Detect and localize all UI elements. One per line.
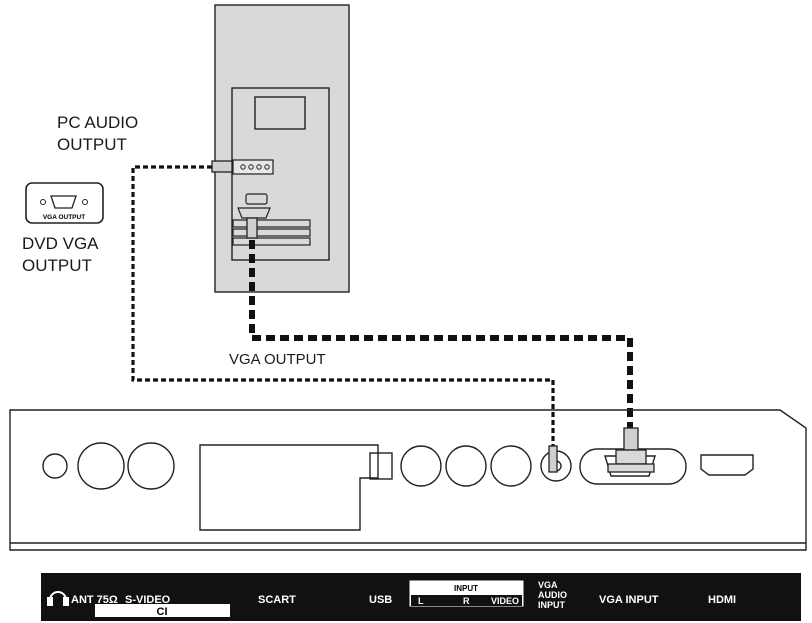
- s-video-label: S-VIDEO: [125, 594, 171, 606]
- pc-tower: [211, 4, 350, 293]
- hdmi-label: HDMI: [708, 594, 736, 606]
- pc-audio-output-label-2: OUTPUT: [57, 135, 127, 154]
- ant-label: ANT 75Ω: [71, 594, 118, 606]
- input-video-label: VIDEO: [491, 596, 519, 606]
- input-r-label: R: [463, 596, 470, 606]
- vga-output-label: VGA OUTPUT: [229, 351, 326, 368]
- dvd-vga-output-label-2: OUTPUT: [22, 256, 92, 275]
- vga-audio-input-label-1: VGA: [538, 580, 558, 590]
- dvd-vga-output-label: DVD VGA: [22, 234, 99, 253]
- vga-audio-input-label-2: AUDIO: [538, 590, 567, 600]
- input-l-label: L: [418, 596, 424, 606]
- panel-label-strip: ANT 75Ω S-VIDEO CI SCART USB INPUT L R V…: [41, 573, 801, 621]
- vga-cable: [249, 240, 633, 428]
- ci-label: CI: [157, 606, 168, 618]
- usb-label: USB: [369, 594, 392, 606]
- tv-plugs: [548, 427, 655, 473]
- badge-label: VGA OUTPUT: [43, 214, 85, 221]
- tv-rear-panel: [9, 409, 807, 551]
- scart-label: SCART: [258, 594, 296, 606]
- dvd-vga-output-badge: VGA OUTPUT: [25, 182, 104, 224]
- input-label: INPUT: [454, 584, 478, 593]
- headphone-icon: [47, 591, 69, 606]
- audio-cable: [131, 165, 555, 448]
- vga-input-label: VGA INPUT: [599, 594, 659, 606]
- vga-audio-input-label-3: INPUT: [538, 600, 566, 610]
- pc-audio-output-label: PC AUDIO: [57, 113, 138, 132]
